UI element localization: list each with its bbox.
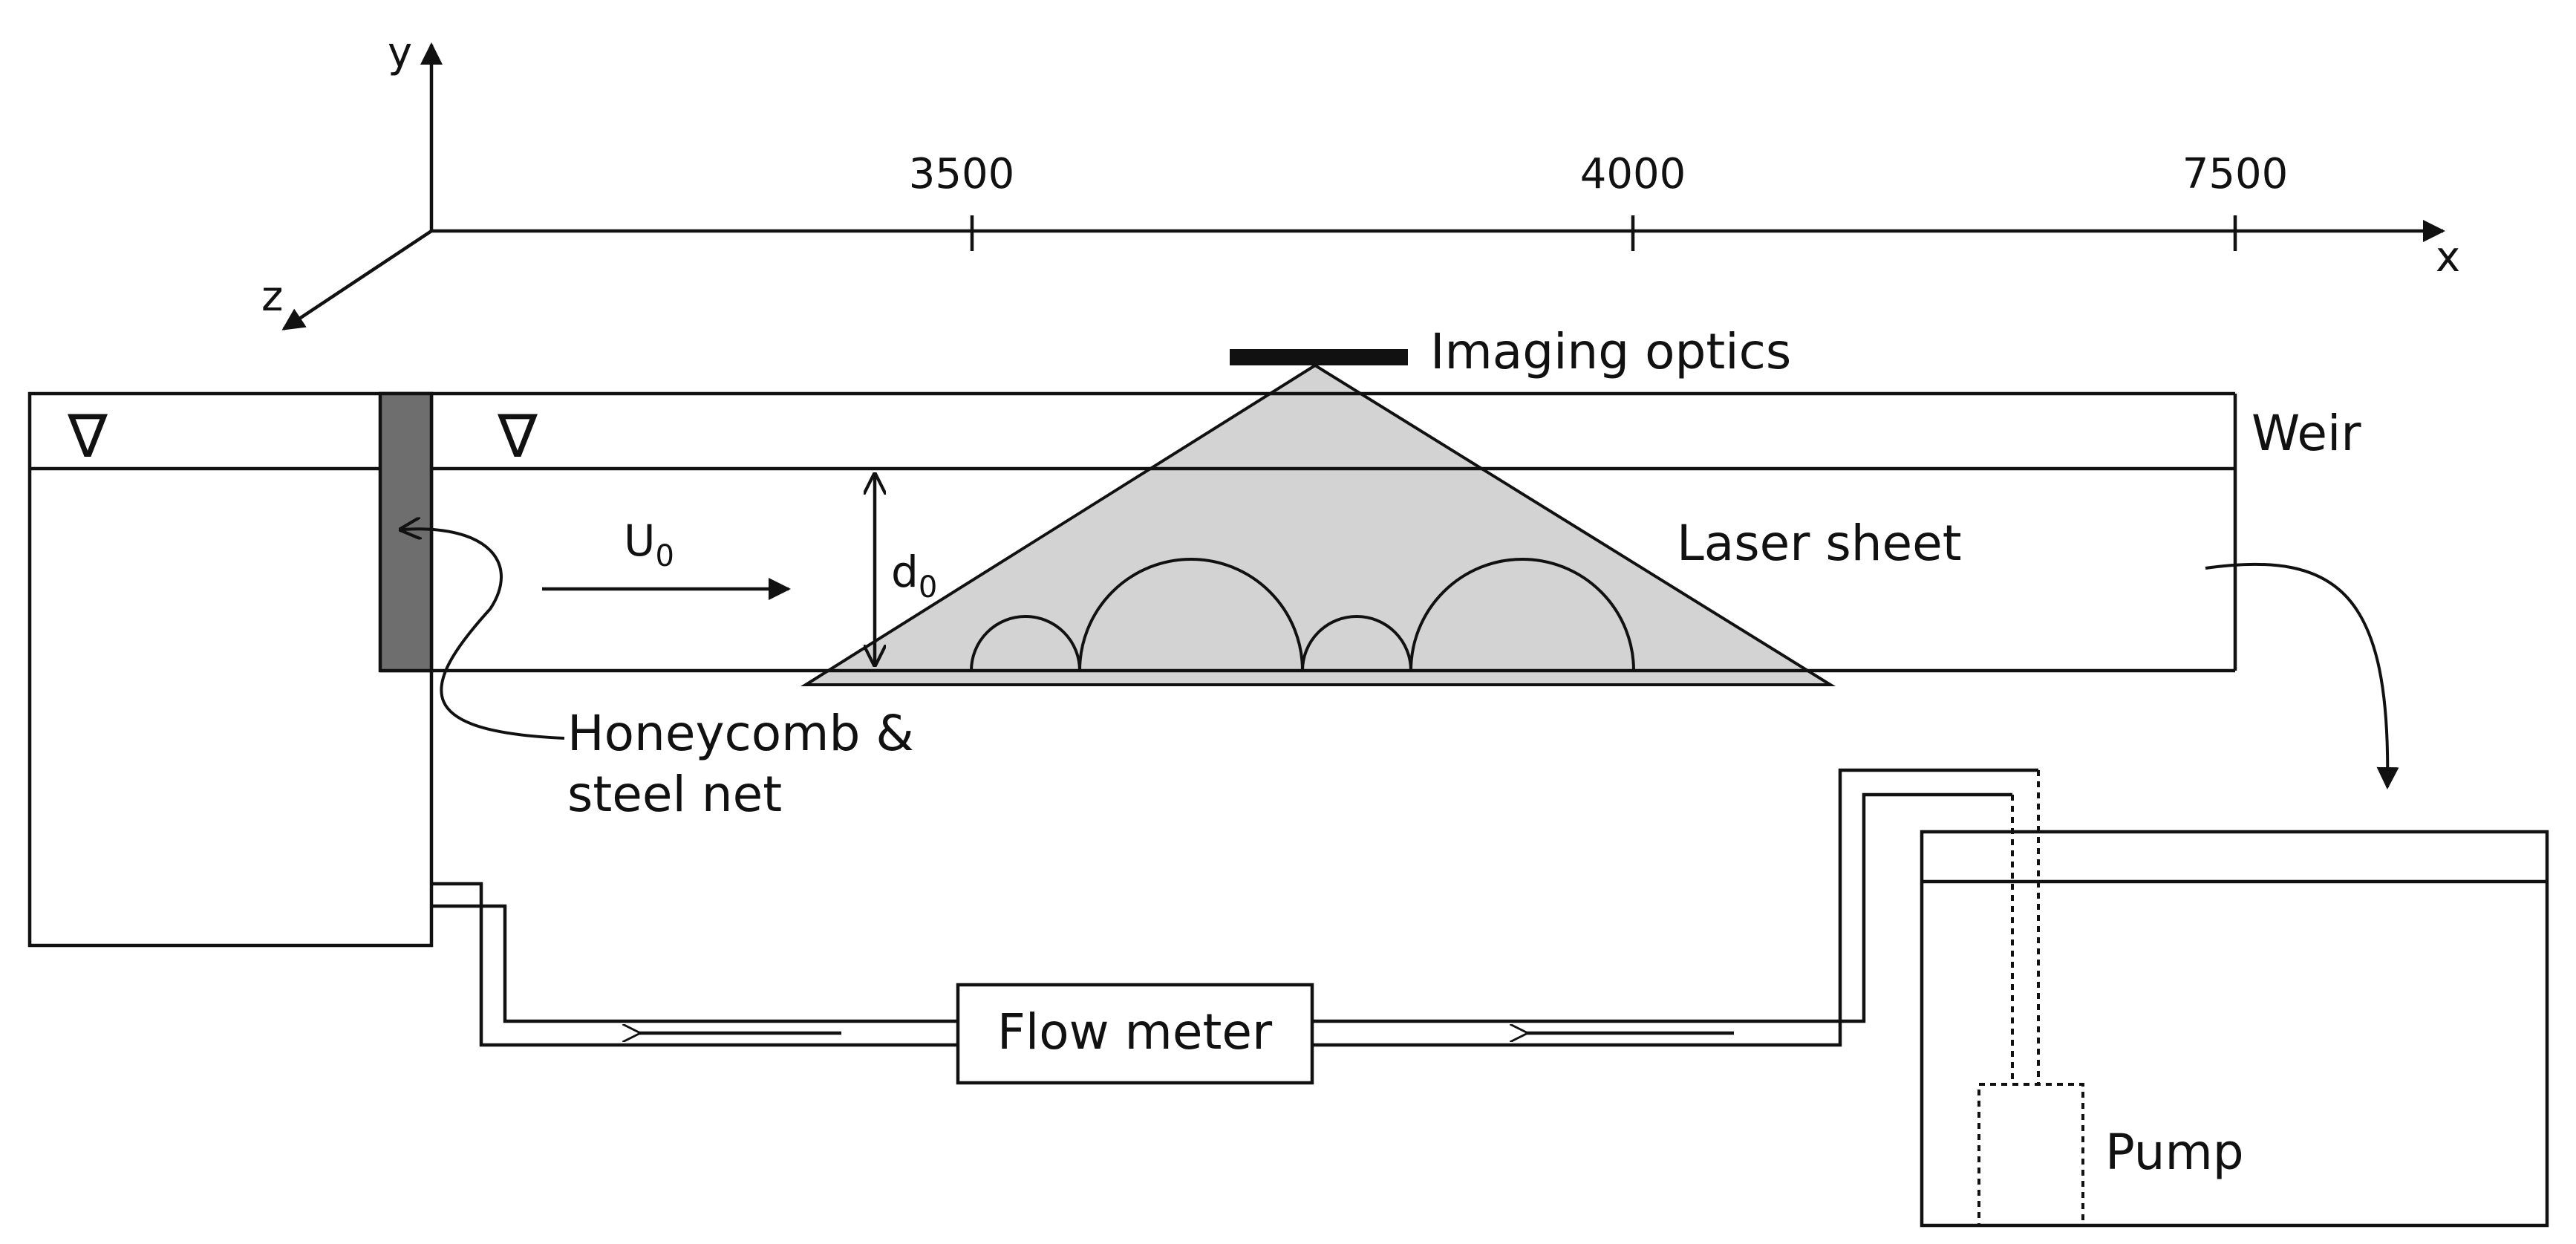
- coordinate-axes: x y z 3500 4000 7500: [261, 29, 2460, 330]
- x-tick-label-3: 7500: [2182, 150, 2289, 198]
- upstream-tank: ∇: [27, 391, 434, 948]
- laser-sheet: [800, 363, 1836, 686]
- flow-meter-label: Flow meter: [997, 1003, 1273, 1061]
- flow-meter-box: [956, 983, 1314, 1085]
- hemisphere-3: [1301, 615, 1412, 671]
- imaging-optics-label: Imaging optics: [1430, 323, 1791, 380]
- sump-tank-body: [1920, 830, 2549, 1228]
- honeycomb-leader-arrow: [401, 529, 565, 740]
- imaging-optics: Imaging optics: [1230, 323, 1791, 380]
- laser-sheet-label: Laser sheet: [1677, 515, 1962, 572]
- x-tick-label-1: 3500: [909, 150, 1015, 198]
- outflow-arrow: [2205, 562, 2399, 789]
- upstream-tank-body: [27, 391, 434, 948]
- honeycomb-label-line1: Honeycomb &: [567, 705, 914, 762]
- pipe-outer: [1312, 768, 2038, 1047]
- flow-meter: Flow meter: [956, 983, 1314, 1085]
- velocity-indicator: U0: [542, 515, 791, 600]
- honeycomb-steel-net: [378, 391, 434, 673]
- x-axis-label: x: [2436, 233, 2460, 281]
- upstream-water-level-symbol: ∇: [67, 402, 108, 471]
- pump-label: Pump: [2105, 1124, 2244, 1181]
- velocity-label: U0: [624, 515, 674, 573]
- x-tick-label-2: 4000: [1580, 150, 1686, 198]
- y-axis-label: y: [388, 29, 412, 77]
- depth-label: d0: [891, 547, 937, 605]
- hemisphere-2: [1078, 558, 1304, 671]
- z-axis: [281, 229, 433, 330]
- sump-tank: Pump: [1920, 770, 2549, 1228]
- pipe-inner-left: [431, 904, 958, 1023]
- pump-body: [1977, 1083, 2084, 1227]
- pipe-inner: [1312, 792, 2012, 1023]
- return-piping: [431, 768, 2038, 1047]
- honeycomb-label-line2: steel net: [567, 766, 782, 823]
- pipe-outer-left: [431, 882, 958, 1047]
- laser-sheet-triangle: [800, 363, 1836, 686]
- hemisphere-1: [970, 615, 1081, 671]
- hemisphere-4: [1409, 558, 1635, 671]
- channel-water-level-symbol: ∇: [497, 402, 538, 471]
- weir-label: Weir: [2251, 405, 2361, 462]
- depth-indicator: d0: [875, 475, 937, 665]
- imaging-optics-bar: [1230, 349, 1408, 365]
- z-axis-label: z: [261, 273, 283, 321]
- honeycomb-annotation: Honeycomb & steel net: [401, 529, 914, 823]
- bed-hemispheres: [970, 558, 1635, 671]
